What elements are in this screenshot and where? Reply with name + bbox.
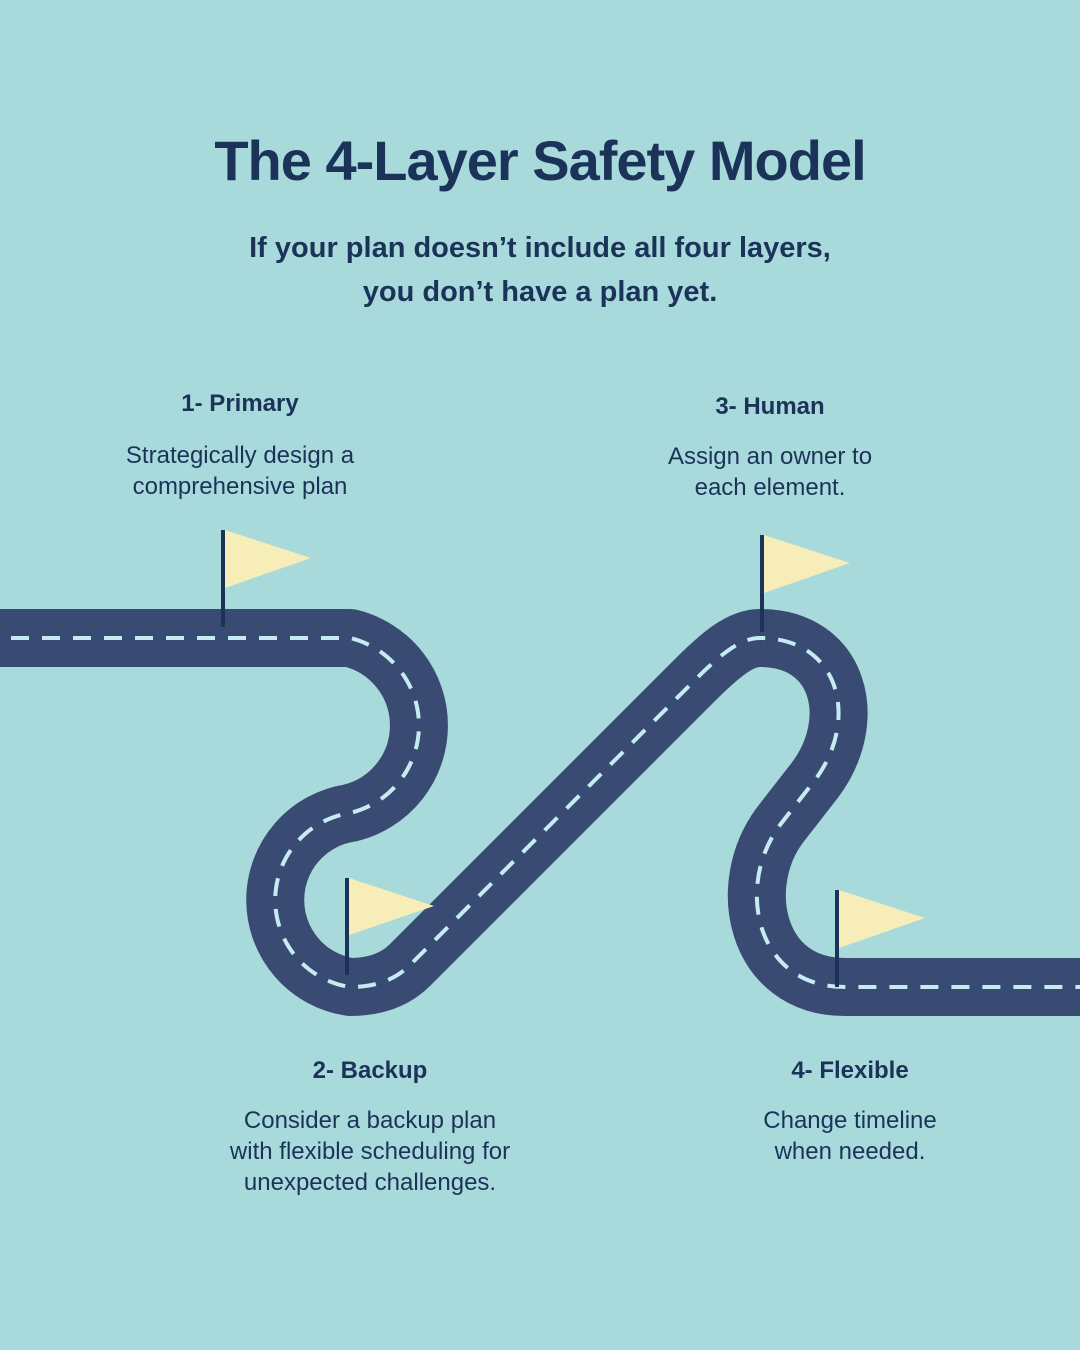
step-description: Strategically design a comprehensive pla… (60, 440, 420, 502)
step-description-line: Assign an owner to (667, 443, 873, 470)
step-label: 1- Primary (181, 390, 299, 417)
page-subtitle: If your plan doesn’t include all four la… (0, 226, 1080, 314)
step-label: 3- Human (715, 393, 825, 420)
page-title: The 4-Layer Safety Model (214, 129, 866, 192)
step-label: 4- Flexible (791, 1057, 909, 1084)
step-primary: 1- Primary Strategically design a compre… (60, 390, 420, 502)
flag-3 (760, 535, 850, 632)
step-description-line: comprehensive plan (132, 473, 348, 500)
step-description-line: each element. (694, 474, 846, 501)
step-description-line: unexpected challenges. (243, 1169, 497, 1196)
step-human: 3- Human Assign an owner to each element… (590, 393, 950, 503)
step-flexible: 4- Flexible Change timeline when needed. (680, 1057, 1020, 1167)
step-description-line: when needed. (774, 1138, 926, 1165)
flag-4 (835, 890, 925, 987)
flag-2-banner (349, 878, 434, 935)
flag-4-banner (839, 890, 925, 948)
step-label: 2- Backup (312, 1057, 428, 1084)
step-description-line: Consider a backup plan (243, 1107, 497, 1134)
step-backup: 2- Backup Consider a backup plan with fl… (170, 1057, 570, 1198)
step-description-line: Strategically design a (125, 442, 355, 469)
flag-3-banner (764, 535, 850, 593)
step-description: Assign an owner to each element. (590, 441, 950, 503)
flag-1 (221, 530, 311, 627)
step-description: Consider a backup plan with flexible sch… (170, 1105, 570, 1198)
subtitle-line: If your plan doesn’t include all four la… (249, 232, 831, 264)
flag-1-banner (225, 530, 311, 588)
step-description-line: Change timeline (763, 1107, 937, 1134)
road-center-dashes (0, 635, 1080, 990)
subtitle-line: you don’t have a plan yet. (362, 276, 718, 308)
step-description-line: with flexible scheduling for (229, 1138, 511, 1165)
road (0, 609, 1080, 1016)
flag-2 (345, 878, 434, 975)
step-description: Change timeline when needed. (680, 1105, 1020, 1167)
